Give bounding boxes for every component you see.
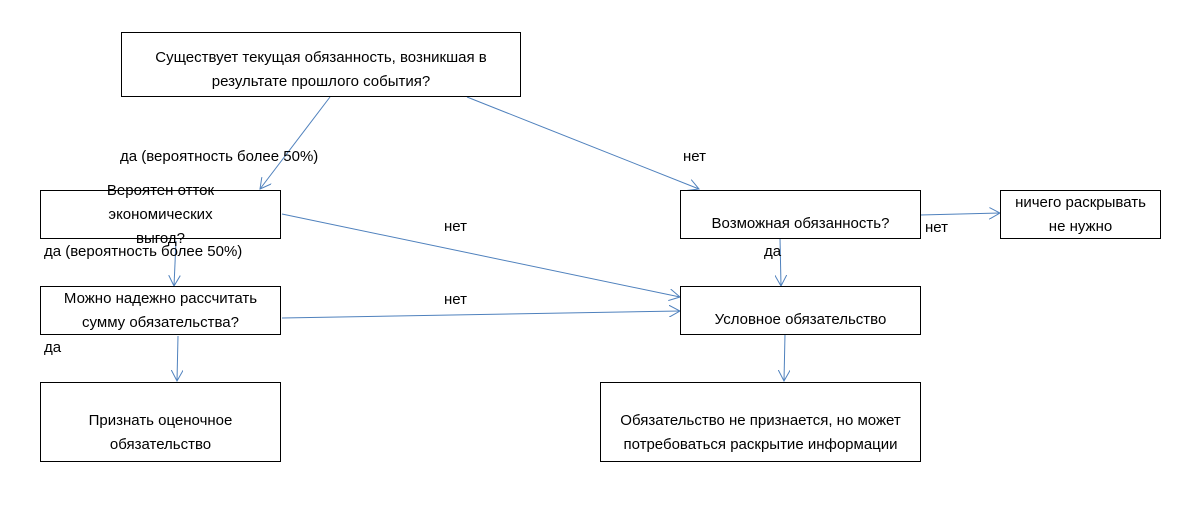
arrow-yes-to-estimate xyxy=(174,240,176,286)
box-contingent-liability: Условное обязательство xyxy=(680,286,921,335)
box-outflow-probable: Вероятен отток экономических выгод? xyxy=(40,182,281,247)
label-no: нет xyxy=(925,219,948,236)
arrow-estimate-no-to-contingent xyxy=(281,311,680,319)
arrow-yes-to-provision xyxy=(177,335,178,381)
arrow-possible-yes-to-contingent xyxy=(780,237,781,286)
box-text: Обязательство не признается, но может по… xyxy=(620,412,901,453)
box-reliable-estimate: Можно надежно рассчитать сумму обязатель… xyxy=(40,286,281,335)
arrow-possible-no-to-nothing xyxy=(919,213,1000,215)
label-yes: да xyxy=(764,243,782,260)
box-text: ничего раскрывать не нужно xyxy=(1015,193,1146,235)
arrow-outflow-no-to-contingent xyxy=(281,213,680,297)
label-no: нет xyxy=(444,291,467,308)
arrow-no-to-possible xyxy=(466,96,699,189)
box-not-recognized: Обязательство не признается, но может по… xyxy=(600,382,921,462)
box-text: Признать оценочное обязательство xyxy=(88,412,233,453)
box-text: Можно надежно рассчитать сумму обязатель… xyxy=(63,289,258,331)
box-text: Существует текущая обязанность, возникша… xyxy=(155,49,487,90)
label-no: нет xyxy=(444,218,467,235)
box-text: Условное обязательство xyxy=(714,311,887,328)
label-yes-probability: да (вероятность более 50%) xyxy=(44,243,243,260)
box-text: Вероятен отток экономических выгод? xyxy=(106,181,215,247)
box-possible-obligation: Возможная обязанность? xyxy=(680,190,921,239)
box-recognize-provision: Признать оценочное обязательство xyxy=(40,382,281,462)
arrow-contingent-to-not-recognized xyxy=(784,333,785,381)
box-current-obligation: Существует текущая обязанность, возникша… xyxy=(121,32,521,97)
label-yes: да xyxy=(44,339,62,356)
label-yes-probability: да (вероятность более 50%) xyxy=(120,148,319,165)
box-nothing-to-disclose: ничего раскрывать не нужно xyxy=(1000,190,1161,239)
box-text: Возможная обязанность? xyxy=(711,215,890,232)
arrow-yes-to-outflow xyxy=(260,96,331,189)
label-no: нет xyxy=(683,148,706,165)
